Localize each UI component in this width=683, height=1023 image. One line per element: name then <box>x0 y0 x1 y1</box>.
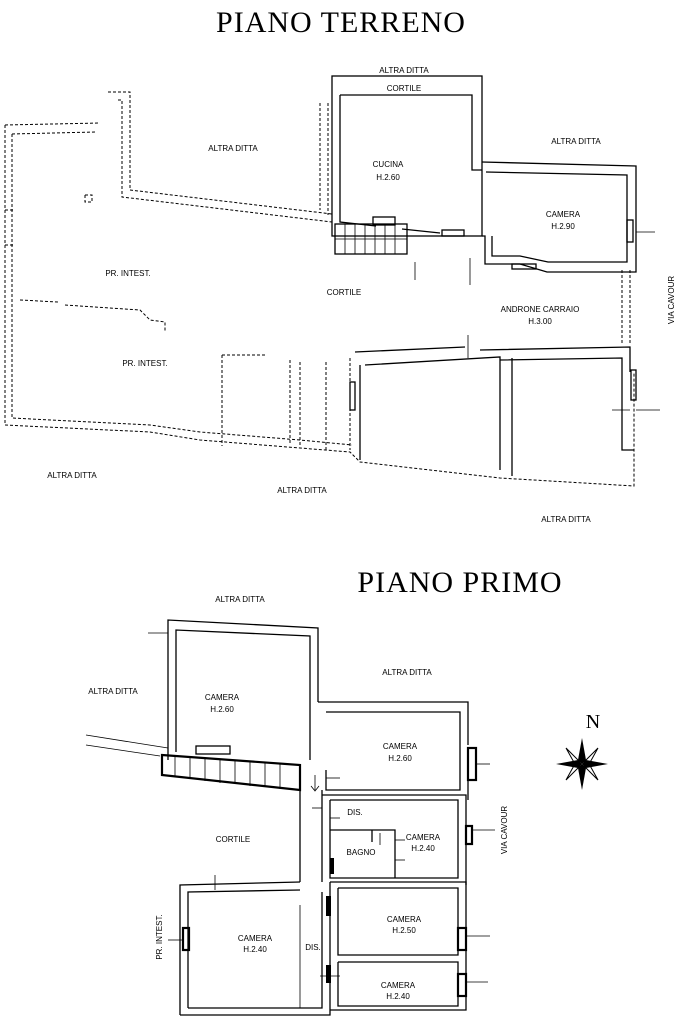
first-floor-labels: ALTRA DITTA ALTRA DITTA ALTRA DITTA CAME… <box>88 595 509 1001</box>
room-height-camera: H.2.60 <box>210 705 234 714</box>
label-altra-ditta: ALTRA DITTA <box>379 66 429 75</box>
label-pr-intest: PR. INTEST. <box>155 914 164 959</box>
room-label-camera: CAMERA <box>546 210 581 219</box>
first-floor-title: PIANO PRIMO <box>357 566 562 599</box>
room-label-camera: CAMERA <box>238 934 273 943</box>
room-height-androne: H.3.00 <box>528 317 552 326</box>
label-cortile: CORTILE <box>327 288 362 297</box>
label-altra-ditta: ALTRA DITTA <box>47 471 97 480</box>
label-altra-ditta: ALTRA DITTA <box>215 595 265 604</box>
compass-north-label: N <box>586 711 600 733</box>
room-label-dis: DIS. <box>305 943 321 952</box>
room-label-bagno: BAGNO <box>347 848 376 857</box>
room-label-cucina: CUCINA <box>373 160 404 169</box>
room-label-camera: CAMERA <box>205 693 240 702</box>
ground-floor-title: PIANO TERRENO <box>216 6 466 39</box>
room-label-dis: DIS. <box>347 808 363 817</box>
room-height-cucina: H.2.60 <box>376 173 400 182</box>
room-height-camera: H.2.40 <box>411 844 435 853</box>
label-pr-intest: PR. INTEST. <box>122 359 167 368</box>
room-label-camera: CAMERA <box>387 915 422 924</box>
label-altra-ditta: ALTRA DITTA <box>277 486 327 495</box>
room-label-camera: CAMERA <box>383 742 418 751</box>
label-altra-ditta: ALTRA DITTA <box>88 687 138 696</box>
ground-floor-labels: ALTRA DITTA CORTILE ALTRA DITTA ALTRA DI… <box>47 66 676 524</box>
label-cortile: CORTILE <box>387 84 422 93</box>
compass-rose-icon: N <box>556 711 608 790</box>
room-label-camera: CAMERA <box>381 981 416 990</box>
room-height-camera: H.2.90 <box>551 222 575 231</box>
room-height-camera: H.2.40 <box>243 945 267 954</box>
label-altra-ditta: ALTRA DITTA <box>551 137 601 146</box>
label-altra-ditta: ALTRA DITTA <box>541 515 591 524</box>
room-height-camera: H.2.60 <box>388 754 412 763</box>
ground-floor-plan <box>4 75 660 487</box>
label-altra-ditta: ALTRA DITTA <box>208 144 258 153</box>
first-stairs <box>160 745 302 792</box>
label-pr-intest: PR. INTEST. <box>105 269 150 278</box>
room-label-androne: ANDRONE CARRAIO <box>501 305 580 314</box>
room-label-camera: CAMERA <box>406 833 441 842</box>
room-height-camera: H.2.40 <box>386 992 410 1001</box>
first-floor-plan <box>85 619 495 1016</box>
ground-stairs <box>334 223 408 255</box>
label-cortile: CORTILE <box>216 835 251 844</box>
street-label-via-cavour: VIA CAVOUR <box>500 806 509 855</box>
room-height-camera: H.2.50 <box>392 926 416 935</box>
street-label-via-cavour: VIA CAVOUR <box>667 276 676 325</box>
label-altra-ditta: ALTRA DITTA <box>382 668 432 677</box>
